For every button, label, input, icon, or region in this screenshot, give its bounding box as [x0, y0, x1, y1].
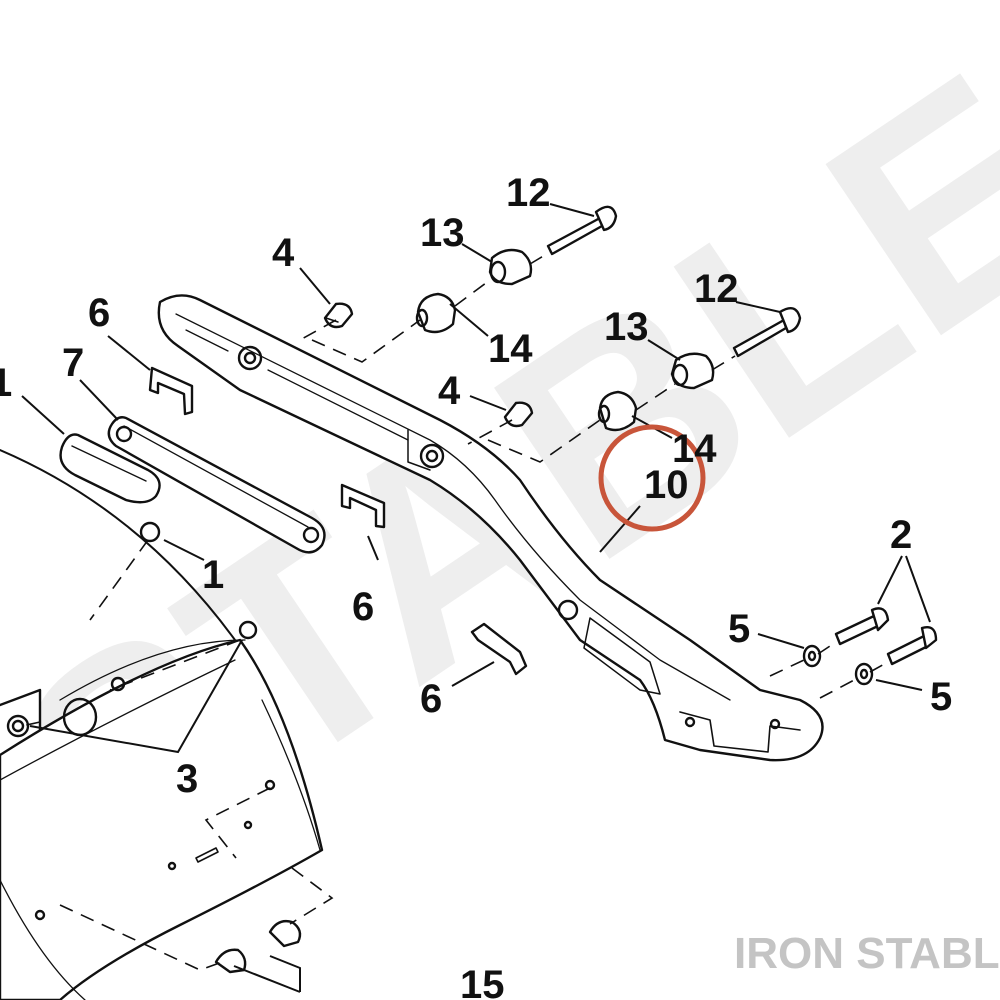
link-arm — [107, 416, 326, 554]
callout-6c: 6 — [420, 677, 442, 721]
bolt-2a — [834, 607, 890, 646]
highlight-circle — [598, 424, 706, 532]
callout-labels: 1 1 2 3 4 4 5 5 6 6 6 7 10 12 12 13 13 1… — [0, 171, 952, 1000]
callout-6a: 6 — [88, 291, 110, 335]
fender-screw-a — [268, 919, 302, 948]
bushing-13a — [488, 248, 533, 286]
clip-6a — [148, 366, 194, 416]
grommet-strap — [59, 433, 161, 543]
grommet — [139, 521, 161, 543]
callout-12b: 12 — [694, 267, 739, 311]
rear-fender — [0, 449, 324, 1000]
leader-lines — [21, 203, 931, 993]
callout-10: 10 — [644, 463, 689, 507]
callout-2: 2 — [890, 513, 912, 557]
fender-screw-b — [214, 948, 247, 974]
spacer-14b — [597, 390, 638, 432]
callout-15: 15 — [460, 963, 505, 1000]
callout-12a: 12 — [506, 171, 551, 215]
callout-5a: 5 — [728, 607, 750, 651]
brand-watermark: IRON STABLE — [734, 929, 1000, 978]
bolt-12b — [732, 306, 802, 358]
callout-13b: 13 — [604, 305, 649, 349]
callout-14b: 14 — [672, 427, 717, 471]
callout-5b: 5 — [930, 675, 952, 719]
fender-nut — [6, 714, 30, 738]
assembly-lines — [21, 251, 889, 971]
clip-6c — [470, 622, 528, 676]
bolt-2b — [886, 626, 938, 666]
washer-5a — [802, 644, 822, 668]
callout-1a: 1 — [0, 361, 12, 405]
callout-4b: 4 — [438, 369, 461, 413]
bolt-12a — [546, 205, 618, 256]
washer-5b — [854, 662, 874, 686]
callout-1b: 1 — [202, 553, 224, 597]
callout-7: 7 — [62, 341, 84, 385]
spacer-14a — [415, 292, 457, 334]
clip-6b — [340, 483, 386, 529]
rear-bracket — [157, 294, 824, 762]
bushing-13b — [670, 352, 715, 390]
callout-4a: 4 — [272, 231, 295, 275]
callout-3: 3 — [176, 757, 198, 801]
clip-3a — [238, 620, 258, 640]
callout-13a: 13 — [420, 211, 465, 255]
callout-14a: 14 — [488, 327, 533, 371]
callout-6b: 6 — [352, 585, 374, 629]
